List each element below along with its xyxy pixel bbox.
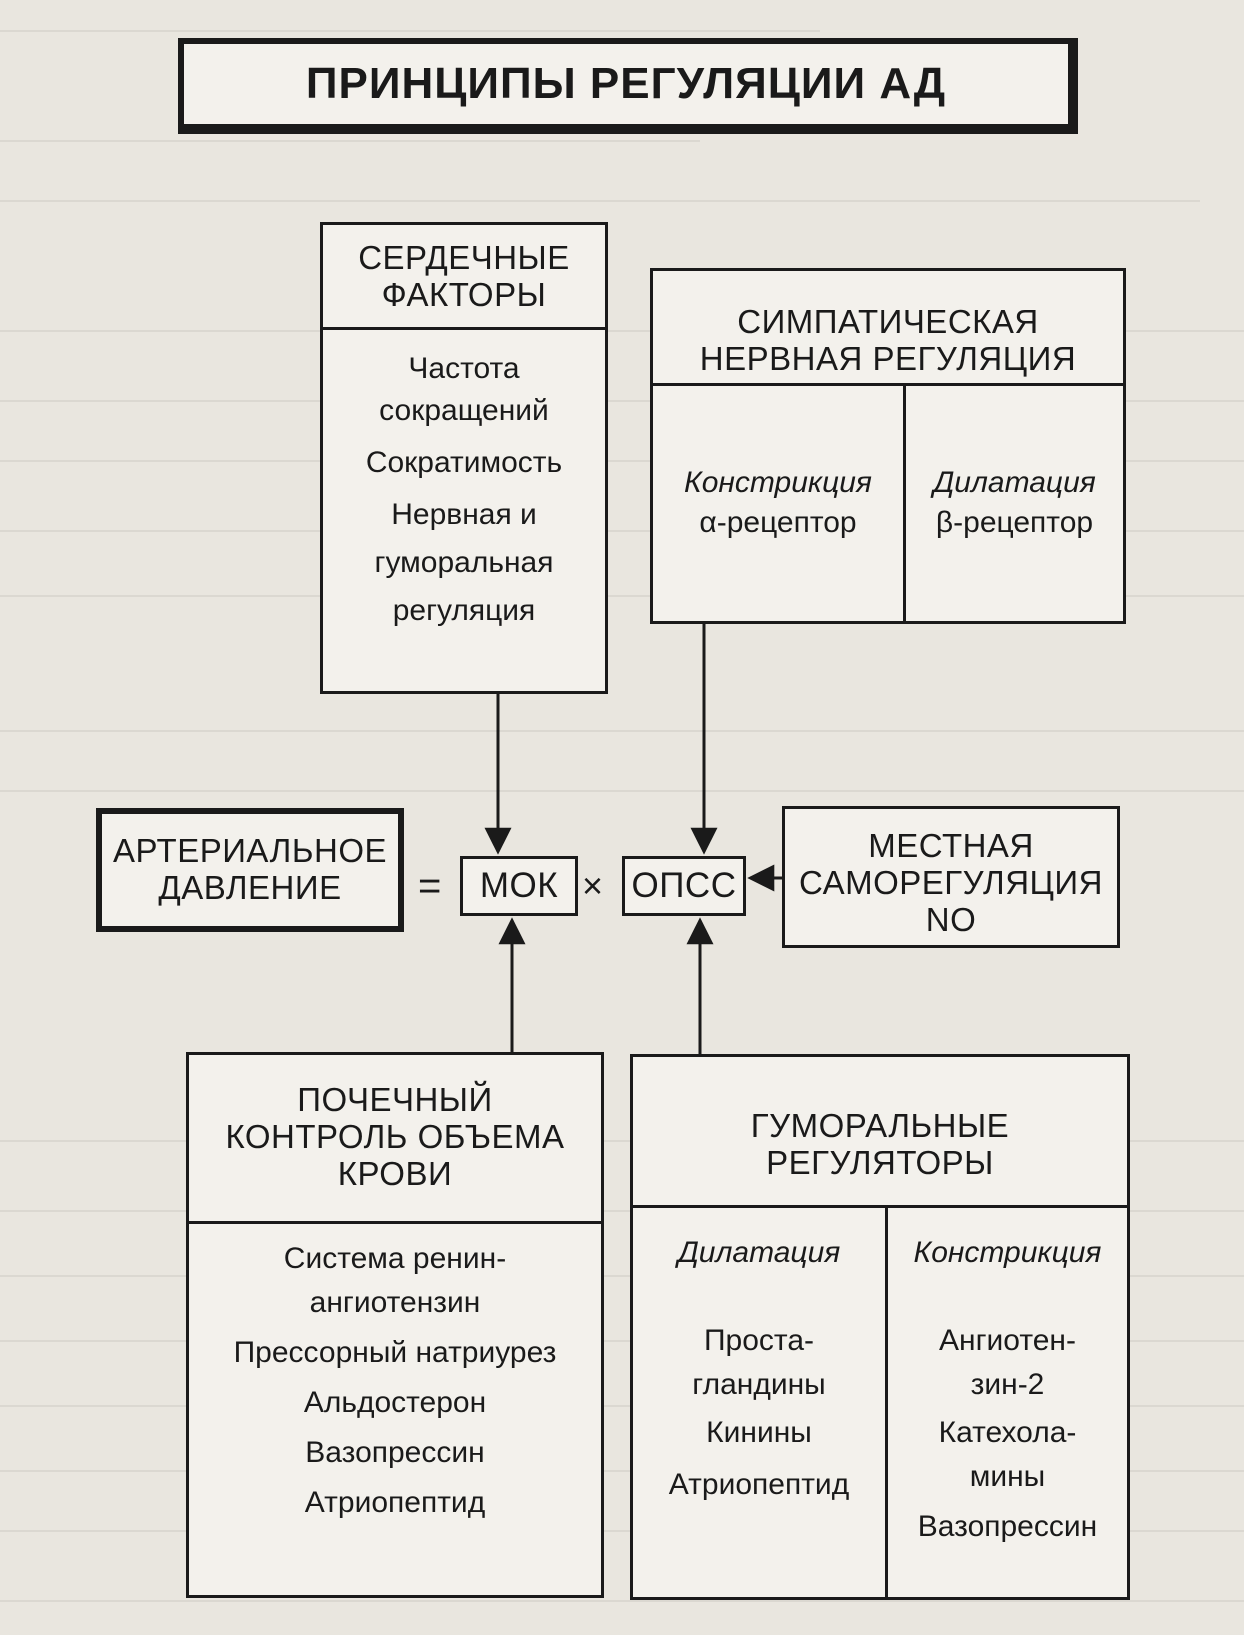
cardiac-item: регуляция: [392, 594, 536, 627]
renal-heading-3: КРОВИ: [337, 1155, 453, 1192]
cardiac-item: сокращений: [379, 394, 549, 427]
local-heading-2: САМОРЕГУЛЯЦИЯ: [799, 864, 1103, 901]
cardiac-item: Сократимость: [365, 446, 563, 479]
humoral-regulators-box: ГУМОРАЛЬНЫЕ РЕГУЛЯТОРЫ Дилатация Проста-…: [630, 1054, 1130, 1600]
humoral-constrictor: зин-2: [970, 1368, 1045, 1401]
humoral-constrictor: Катехола-: [938, 1416, 1077, 1449]
renal-heading-2: КОНТРОЛЬ ОБЪЕМА: [225, 1118, 565, 1155]
local-heading-1: МЕСТНАЯ: [868, 827, 1034, 864]
humoral-heading-1: ГУМОРАЛЬНЫЕ: [750, 1107, 1010, 1144]
humoral-column-divider: [885, 1205, 888, 1597]
cardiac-factors-box: СЕРДЕЧНЫЕ ФАКТОРЫ Частота сокращений Сок…: [320, 222, 608, 694]
opss-box: ОПСС: [622, 856, 746, 916]
page-title: ПРИНЦИПЫ РЕГУЛЯЦИИ АД: [305, 59, 947, 108]
renal-item: Система ренин-: [283, 1242, 507, 1275]
cardiac-heading-2: ФАКТОРЫ: [381, 276, 547, 313]
humoral-dilator: гландины: [692, 1368, 826, 1401]
renal-control-box: ПОЧЕЧНЫЙ КОНТРОЛЬ ОБЪЕМА КРОВИ Система р…: [186, 1052, 604, 1598]
humoral-constriction-label: Констрикция: [913, 1236, 1102, 1269]
cardiac-item: Частота: [408, 352, 520, 385]
times-sign: ×: [582, 865, 604, 906]
humoral-dilator: Проста-: [703, 1324, 814, 1357]
local-heading-3: NO: [925, 901, 977, 938]
equals-sign: =: [418, 864, 442, 908]
local-regulation-box: МЕСТНАЯ САМОРЕГУЛЯЦИЯ NO: [782, 806, 1120, 948]
humoral-divider: [633, 1205, 1127, 1208]
renal-divider: [189, 1221, 601, 1224]
sympathetic-box: СИМПАТИЧЕСКАЯ НЕРВНАЯ РЕГУЛЯЦИЯ Констрик…: [650, 268, 1126, 624]
opss-label: ОПСС: [631, 866, 737, 905]
renal-item: Прессорный натриурез: [233, 1336, 557, 1369]
sympathetic-heading-1: СИМПАТИЧЕСКАЯ: [737, 303, 1039, 340]
cardiac-item: гуморальная: [374, 546, 554, 579]
mok-box: МОК: [460, 856, 578, 916]
cardiac-heading-1: СЕРДЕЧНЫЕ: [358, 239, 570, 276]
humoral-heading-2: РЕГУЛЯТОРЫ: [766, 1144, 994, 1181]
renal-item: Альдостерон: [303, 1386, 487, 1419]
renal-item: Атриопептид: [304, 1486, 486, 1519]
mok-label: МОК: [479, 866, 559, 905]
sympathetic-column-divider: [903, 383, 906, 621]
sympathetic-constriction-label: Констрикция: [684, 466, 872, 499]
sympathetic-dilation-label: Дилатация: [933, 466, 1096, 499]
humoral-dilator: Атриопептид: [668, 1468, 850, 1501]
sympathetic-heading-2: НЕРВНАЯ РЕГУЛЯЦИЯ: [699, 340, 1077, 377]
humoral-constrictor: Вазопрессин: [917, 1510, 1098, 1543]
humoral-dilator: Кинины: [706, 1416, 812, 1449]
arterial-pressure-box: АРТЕРИАЛЬНОЕ ДАВЛЕНИЕ: [96, 808, 404, 932]
title-box: ПРИНЦИПЫ РЕГУЛЯЦИИ АД: [178, 38, 1078, 134]
humoral-dilation-label: Дилатация: [677, 1236, 841, 1269]
humoral-constrictor: мины: [969, 1460, 1046, 1493]
sympathetic-divider: [653, 383, 1123, 386]
cardiac-item: Нервная и: [391, 498, 537, 531]
cardiac-divider: [323, 327, 605, 330]
sympathetic-alpha-receptor: α-рецептор: [699, 506, 857, 539]
renal-item: Вазопрессин: [305, 1436, 485, 1469]
renal-heading-1: ПОЧЕЧНЫЙ: [297, 1081, 493, 1118]
renal-item: ангиотензин: [309, 1286, 481, 1319]
bp-heading-2: ДАВЛЕНИЕ: [158, 869, 342, 906]
humoral-constrictor: Ангиотен-: [939, 1324, 1076, 1357]
sympathetic-beta-receptor: β-рецептор: [935, 506, 1094, 539]
bp-heading-1: АРТЕРИАЛЬНОЕ: [113, 832, 387, 869]
